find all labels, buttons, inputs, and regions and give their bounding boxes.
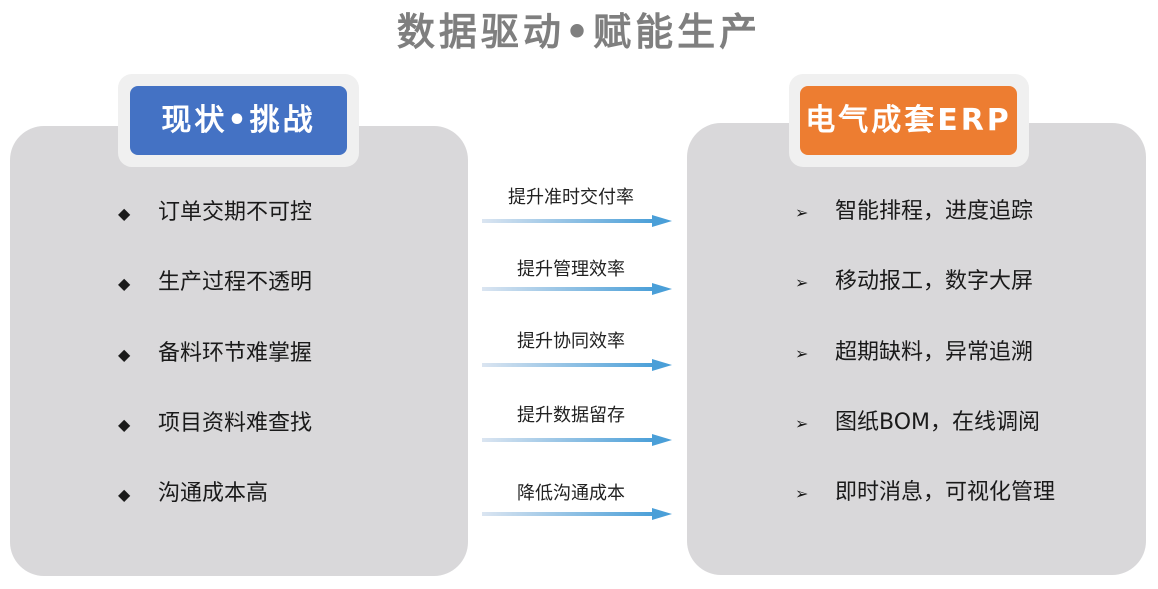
erp-feature-label: 图纸BOM，在线调阅 bbox=[835, 410, 1041, 435]
diamond-bullet-icon: ◆ bbox=[118, 274, 131, 293]
challenge-item: ◆ 项目资料难查找 bbox=[118, 409, 312, 440]
arrow-label: 提升准时交付率 bbox=[508, 187, 634, 208]
challenge-item: ◆ 沟通成本高 bbox=[118, 479, 268, 510]
challenge-item: ◆ 订单交期不可控 bbox=[118, 198, 312, 229]
gradient-arrow-icon bbox=[482, 215, 672, 227]
challenge-item-label: 订单交期不可控 bbox=[158, 200, 313, 225]
arrowhead-bullet-icon: ➢ bbox=[795, 484, 809, 503]
erp-feature-label: 即时消息，可视化管理 bbox=[835, 480, 1056, 505]
erp-header: 电气成套ERP bbox=[800, 86, 1017, 155]
challenge-item-label: 沟通成本高 bbox=[158, 481, 269, 506]
erp-feature-label: 智能排程，进度追踪 bbox=[835, 199, 1034, 224]
diamond-bullet-icon: ◆ bbox=[118, 415, 131, 434]
arrowhead-bullet-icon: ➢ bbox=[795, 203, 809, 222]
erp-feature-item: ➢ 智能排程，进度追踪 bbox=[795, 197, 1033, 228]
page-title: 数据驱动•赋能生产 bbox=[396, 10, 762, 54]
erp-feature-item: ➢ 超期缺料，异常追溯 bbox=[795, 338, 1033, 369]
arrow-label: 降低沟通成本 bbox=[517, 483, 625, 504]
arrowhead-bullet-icon: ➢ bbox=[795, 273, 809, 292]
erp-feature-label: 移动报工，数字大屏 bbox=[835, 269, 1034, 294]
gradient-arrow-icon bbox=[482, 283, 672, 295]
arrowhead-bullet-icon: ➢ bbox=[795, 344, 809, 363]
challenge-item-label: 生产过程不透明 bbox=[158, 270, 313, 295]
challenge-item-label: 项目资料难查找 bbox=[158, 411, 313, 436]
gradient-arrow-icon bbox=[482, 508, 672, 520]
gradient-arrow-icon bbox=[482, 359, 672, 371]
challenges-header: 现状•挑战 bbox=[130, 86, 347, 155]
challenge-item: ◆ 生产过程不透明 bbox=[118, 268, 312, 299]
gradient-arrow-icon bbox=[482, 434, 672, 446]
diamond-bullet-icon: ◆ bbox=[118, 204, 131, 223]
diamond-bullet-icon: ◆ bbox=[118, 485, 131, 504]
erp-feature-item: ➢ 即时消息，可视化管理 bbox=[795, 478, 1055, 509]
erp-feature-item: ➢ 图纸BOM，在线调阅 bbox=[795, 408, 1040, 439]
challenge-item-label: 备料环节难掌握 bbox=[158, 341, 313, 366]
erp-panel bbox=[687, 123, 1146, 575]
challenge-item: ◆ 备料环节难掌握 bbox=[118, 339, 312, 370]
arrow-label: 提升管理效率 bbox=[517, 259, 625, 280]
challenges-panel bbox=[10, 126, 468, 576]
arrow-label: 提升协同效率 bbox=[517, 331, 625, 352]
erp-feature-label: 超期缺料，异常追溯 bbox=[835, 340, 1034, 365]
diamond-bullet-icon: ◆ bbox=[118, 345, 131, 364]
arrowhead-bullet-icon: ➢ bbox=[795, 414, 809, 433]
erp-feature-item: ➢ 移动报工，数字大屏 bbox=[795, 267, 1033, 298]
arrow-label: 提升数据留存 bbox=[517, 405, 625, 426]
